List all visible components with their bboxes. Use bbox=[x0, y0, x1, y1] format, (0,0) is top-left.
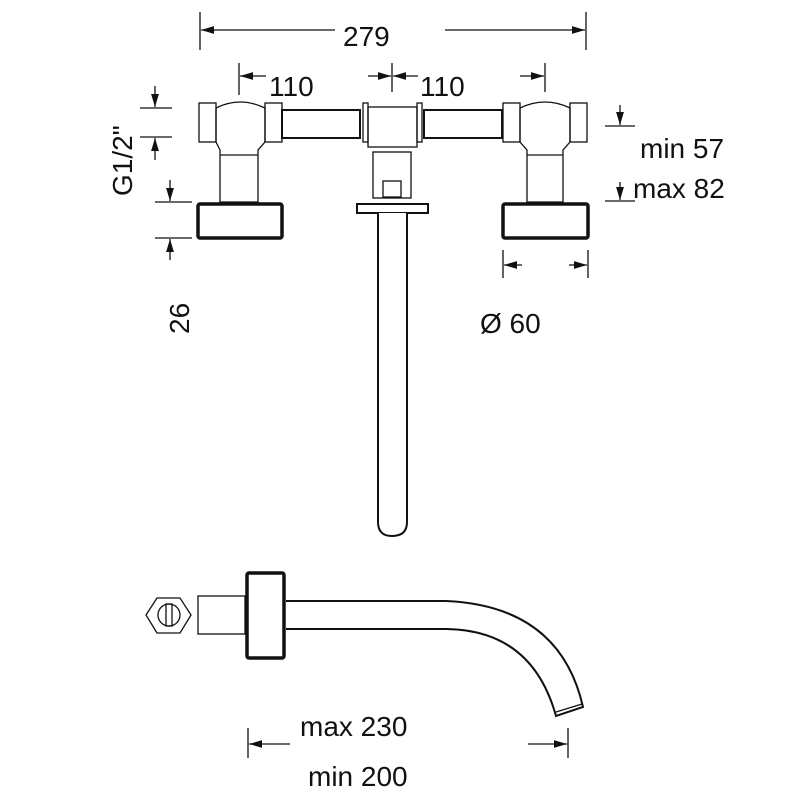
dimension-rosette-depth: 26 bbox=[155, 180, 195, 334]
spout-front bbox=[377, 213, 408, 538]
left-valve bbox=[196, 101, 284, 240]
wall-min-label: min 57 bbox=[640, 133, 724, 164]
tee-spout-connector bbox=[356, 102, 429, 214]
spout-side bbox=[286, 600, 585, 718]
side-view bbox=[145, 571, 585, 718]
dimension-wall: min 57 max 82 bbox=[605, 105, 725, 204]
spout-max-label: max 230 bbox=[300, 711, 407, 742]
dimension-overall-width: 279 bbox=[199, 12, 587, 52]
hex-nut bbox=[145, 597, 192, 634]
spout-min-label: min 200 bbox=[308, 761, 408, 792]
right-valve bbox=[501, 101, 590, 240]
dimension-thread: G1/2" bbox=[107, 86, 172, 196]
dimension-spout-length: max 230 min 200 bbox=[247, 711, 569, 792]
overall-width-label: 279 bbox=[343, 21, 390, 52]
rosette-depth-label: 26 bbox=[164, 303, 195, 334]
rosette-side bbox=[245, 571, 286, 660]
dimension-spacing: 110 110 bbox=[238, 63, 546, 102]
wall-max-label: max 82 bbox=[633, 173, 725, 204]
front-view bbox=[196, 101, 590, 538]
thread-label: G1/2" bbox=[107, 125, 138, 196]
right-spacing-label: 110 bbox=[420, 71, 465, 102]
rosette-diameter-label: Ø 60 bbox=[480, 308, 541, 339]
left-spacing-label: 110 bbox=[269, 71, 314, 102]
dimension-rosette-diameter: Ø 60 bbox=[480, 250, 589, 339]
